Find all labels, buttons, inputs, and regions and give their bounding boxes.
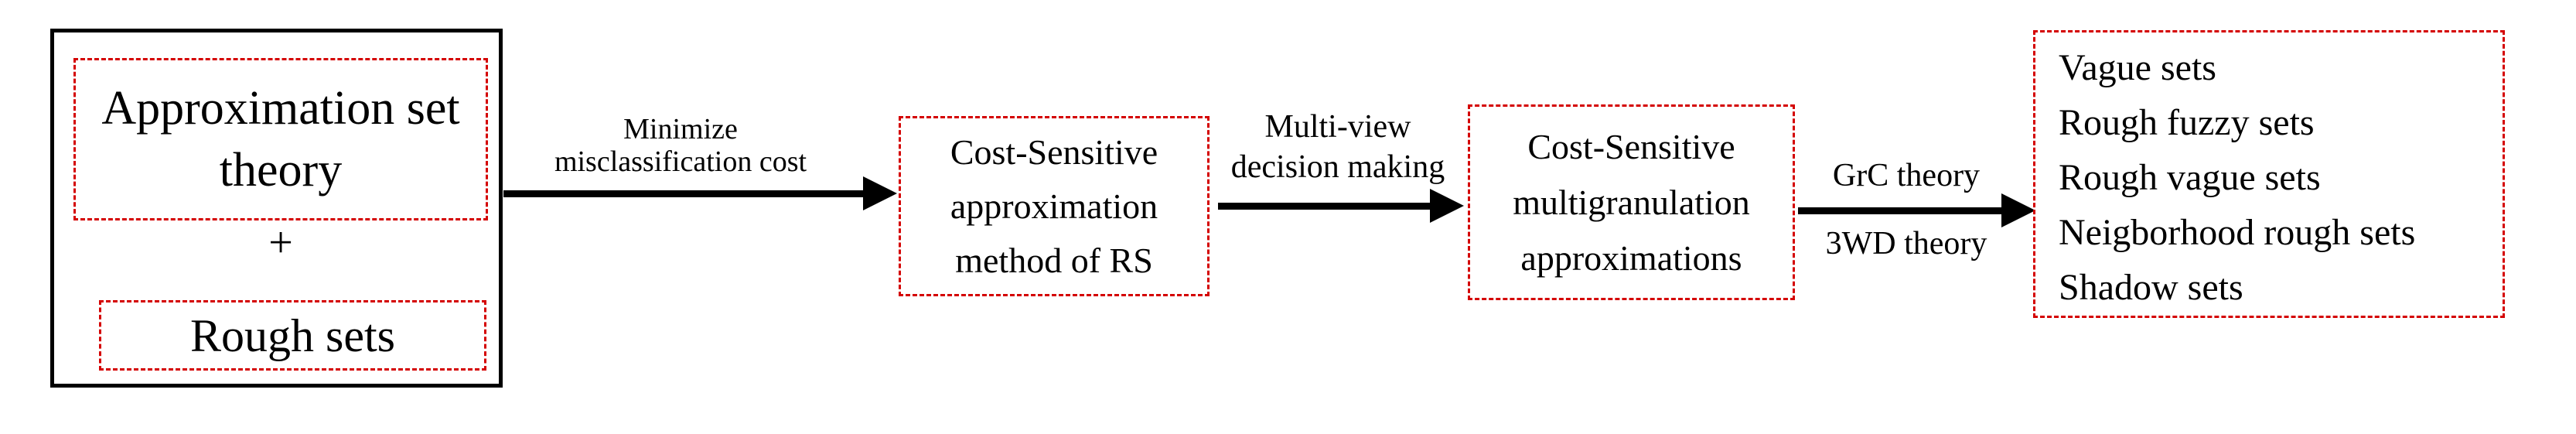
cost-sensitive-multigranulation-label: Cost-Sensitive multigranulation approxim… <box>1513 126 1750 278</box>
cost-sensitive-rs-label: Cost-Sensitive approximation method of R… <box>950 132 1158 280</box>
arrow3-label-above: GrC theory <box>1832 158 1981 193</box>
cost-sensitive-rs-node: Cost-Sensitive approximation method of R… <box>899 116 1210 296</box>
cost-sensitive-multigranulation-node: Cost-Sensitive multigranulation approxim… <box>1468 104 1795 300</box>
arrow-shaft <box>503 190 867 197</box>
approximation-set-theory-node: Approximation set theory <box>73 58 488 220</box>
list-item: Shadow sets <box>2059 267 2243 308</box>
arrow2-label: Multi-view decision making <box>1230 109 1445 185</box>
arrowhead-icon <box>863 176 897 210</box>
result-sets-node: Vague sets Rough fuzzy sets Rough vague … <box>2033 30 2505 318</box>
arrow-right-icon <box>1218 189 1464 223</box>
arrow-right-icon <box>1798 193 2035 227</box>
arrowhead-icon <box>1430 189 1464 223</box>
plus-operator: + <box>268 219 293 267</box>
list-item: Neigborhood rough sets <box>2059 212 2416 253</box>
rough-sets-label: Rough sets <box>189 309 396 361</box>
arrow-shaft <box>1798 207 2005 214</box>
arrow1-label: Minimize misclassification cost <box>554 113 807 178</box>
source-theories-box: Approximation set theory + Rough sets <box>50 29 503 388</box>
arrow3-label-below: 3WD theory <box>1825 226 1987 261</box>
arrow-shaft <box>1218 203 1435 210</box>
list-item: Rough fuzzy sets <box>2059 102 2315 143</box>
arrowhead-icon <box>2001 193 2035 227</box>
rough-sets-node: Rough sets <box>99 300 486 371</box>
list-item: Vague sets <box>2059 47 2216 88</box>
approximation-set-theory-label: Approximation set theory <box>101 82 460 196</box>
list-item: Rough vague sets <box>2059 157 2321 198</box>
arrow-right-icon <box>503 176 897 210</box>
